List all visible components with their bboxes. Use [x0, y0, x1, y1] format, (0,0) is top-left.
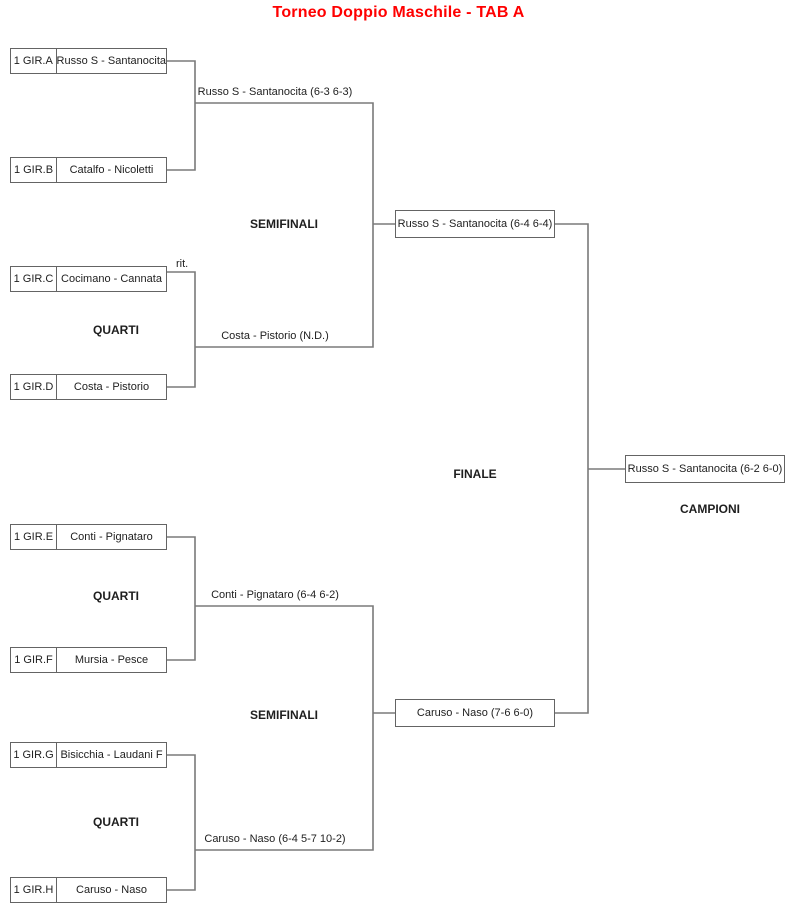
- quarti-to-semifinal-lines: [195, 102, 396, 851]
- quarti-winner-3: Conti - Pignataro (6-4 6-2): [211, 589, 339, 601]
- team-name: Costa - Pistorio: [73, 381, 150, 393]
- seed-label: 1 GIR.B: [11, 158, 57, 182]
- quarti-winner-4: Caruso - Naso (6-4 5-7 10-2): [204, 833, 346, 845]
- team-name: Bisicchia - Laudani F: [60, 749, 163, 761]
- seed-label: 1 GIR.A: [11, 49, 57, 73]
- match-slot-gir-d: 1 GIR.D Costa - Pistorio: [10, 374, 167, 400]
- match-slot-gir-g: 1 GIR.G Bisicchia - Laudani F: [10, 742, 167, 768]
- match-slot-gir-a: 1 GIR.A Russo S - Santanocita: [10, 48, 167, 74]
- team-name: Caruso - Naso: [76, 884, 147, 896]
- team-name: Conti - Pignataro: [70, 531, 153, 543]
- round-label-campioni: CAMPIONI: [680, 502, 740, 516]
- seed-label: 1 GIR.G: [11, 743, 57, 767]
- seed-label: 1 GIR.D: [11, 375, 57, 399]
- seed-label: 1 GIR.H: [11, 878, 57, 902]
- team-name: Mursia - Pesce: [74, 654, 149, 666]
- seed-label: 1 GIR.C: [11, 267, 57, 291]
- seed-label: 1 GIR.F: [11, 648, 57, 672]
- match-slot-gir-f: 1 GIR.F Mursia - Pesce: [10, 647, 167, 673]
- round-label-quarti-2: QUARTI: [93, 589, 139, 603]
- round-label-finale: FINALE: [453, 467, 497, 481]
- round-label-semifinali-bottom: SEMIFINALI: [250, 708, 318, 722]
- quarti-winner-1: Russo S - Santanocita (6-3 6-3): [197, 86, 353, 98]
- round-label-quarti-1: QUARTI: [93, 323, 139, 337]
- match-slot-gir-e: 1 GIR.E Conti - Pignataro: [10, 524, 167, 550]
- round-label-semifinali-top: SEMIFINALI: [250, 217, 318, 231]
- seed-label: 1 GIR.E: [11, 525, 57, 549]
- page-title: Torneo Doppio Maschile - TAB A: [272, 4, 525, 21]
- team-name: Cocimano - Cannata: [61, 273, 162, 285]
- team-name: Russo S - Santanocita: [56, 55, 166, 67]
- round-label-quarti-3: QUARTI: [93, 815, 139, 829]
- semifinal-to-final-lines: [555, 223, 626, 714]
- match-slot-gir-b: 1 GIR.B Catalfo - Nicoletti: [10, 157, 167, 183]
- champion-box: Russo S - Santanocita (6-2 6-0): [625, 455, 785, 483]
- retired-note: rit.: [176, 258, 189, 270]
- match-slot-gir-c: 1 GIR.C Cocimano - Cannata: [10, 266, 167, 292]
- round1-bracket-lines: [167, 60, 196, 891]
- team-name: Catalfo - Nicoletti: [69, 164, 154, 176]
- semifinal-winner-box-1: Russo S - Santanocita (6-4 6-4): [395, 210, 555, 238]
- quarti-winner-2: Costa - Pistorio (N.D.): [221, 330, 329, 342]
- match-slot-gir-h: 1 GIR.H Caruso - Naso: [10, 877, 167, 903]
- semifinal-winner-box-2: Caruso - Naso (7-6 6-0): [395, 699, 555, 727]
